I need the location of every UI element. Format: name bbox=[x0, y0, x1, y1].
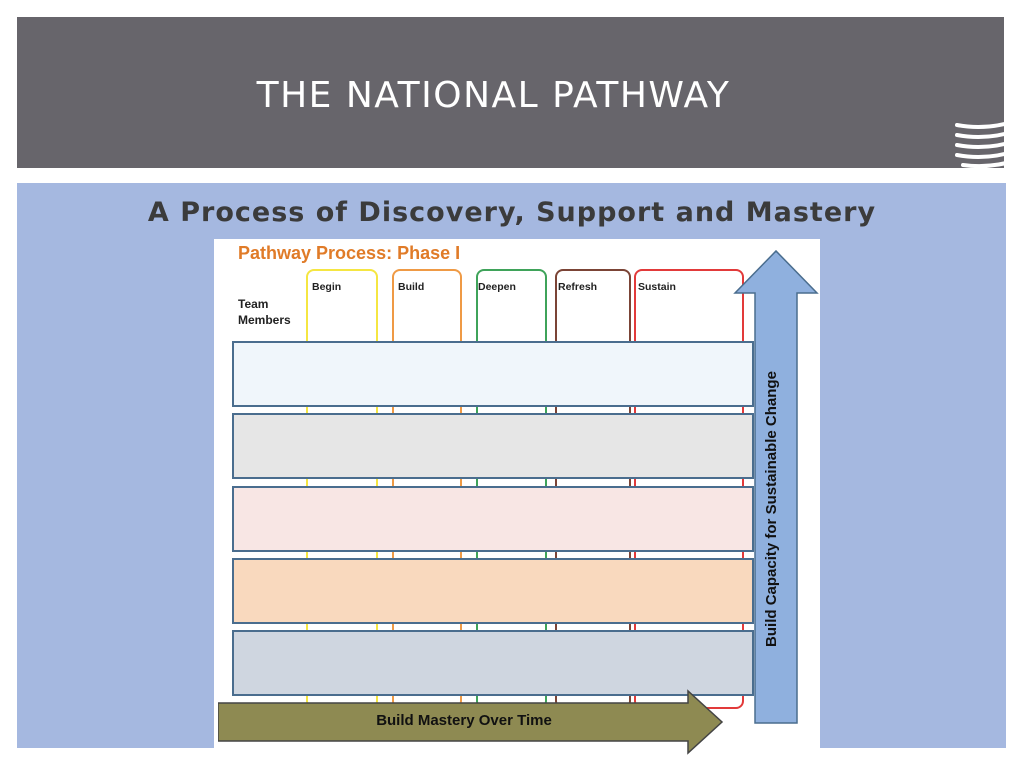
column-header-refresh: Refresh bbox=[558, 281, 598, 293]
team-row-band bbox=[232, 558, 754, 624]
team-row-band bbox=[232, 630, 754, 696]
build-capacity-label: Build Capacity for Sustainable Change bbox=[763, 371, 780, 647]
team-row-band bbox=[232, 341, 754, 407]
team-row-band bbox=[232, 486, 754, 552]
team-members-label: Team Members bbox=[238, 297, 291, 327]
wave-logo-icon bbox=[955, 117, 1021, 178]
diagram-title: Pathway Process: Phase I bbox=[238, 243, 461, 263]
build-capacity-arrow-shape bbox=[733, 249, 819, 724]
pathway-diagram: Pathway Process: Phase I Team Members Be… bbox=[214, 239, 820, 768]
column-header-deepen: Deepen bbox=[478, 281, 516, 293]
slide-subtitle: A Process of Discovery, Support and Mast… bbox=[147, 197, 877, 228]
build-mastery-arrow-shape bbox=[218, 689, 724, 755]
build-capacity-arrow bbox=[733, 249, 819, 724]
column-header-begin: Begin bbox=[312, 281, 342, 293]
column-header-sustain: Sustain bbox=[638, 281, 676, 293]
team-row-band bbox=[232, 413, 754, 479]
slide-title: THE NATIONAL PATHWAY bbox=[256, 75, 731, 116]
build-mastery-arrow bbox=[218, 689, 724, 755]
title-bar bbox=[17, 17, 1021, 178]
build-mastery-label: Build Mastery Over Time bbox=[376, 712, 552, 729]
column-header-build: Build bbox=[398, 281, 425, 293]
